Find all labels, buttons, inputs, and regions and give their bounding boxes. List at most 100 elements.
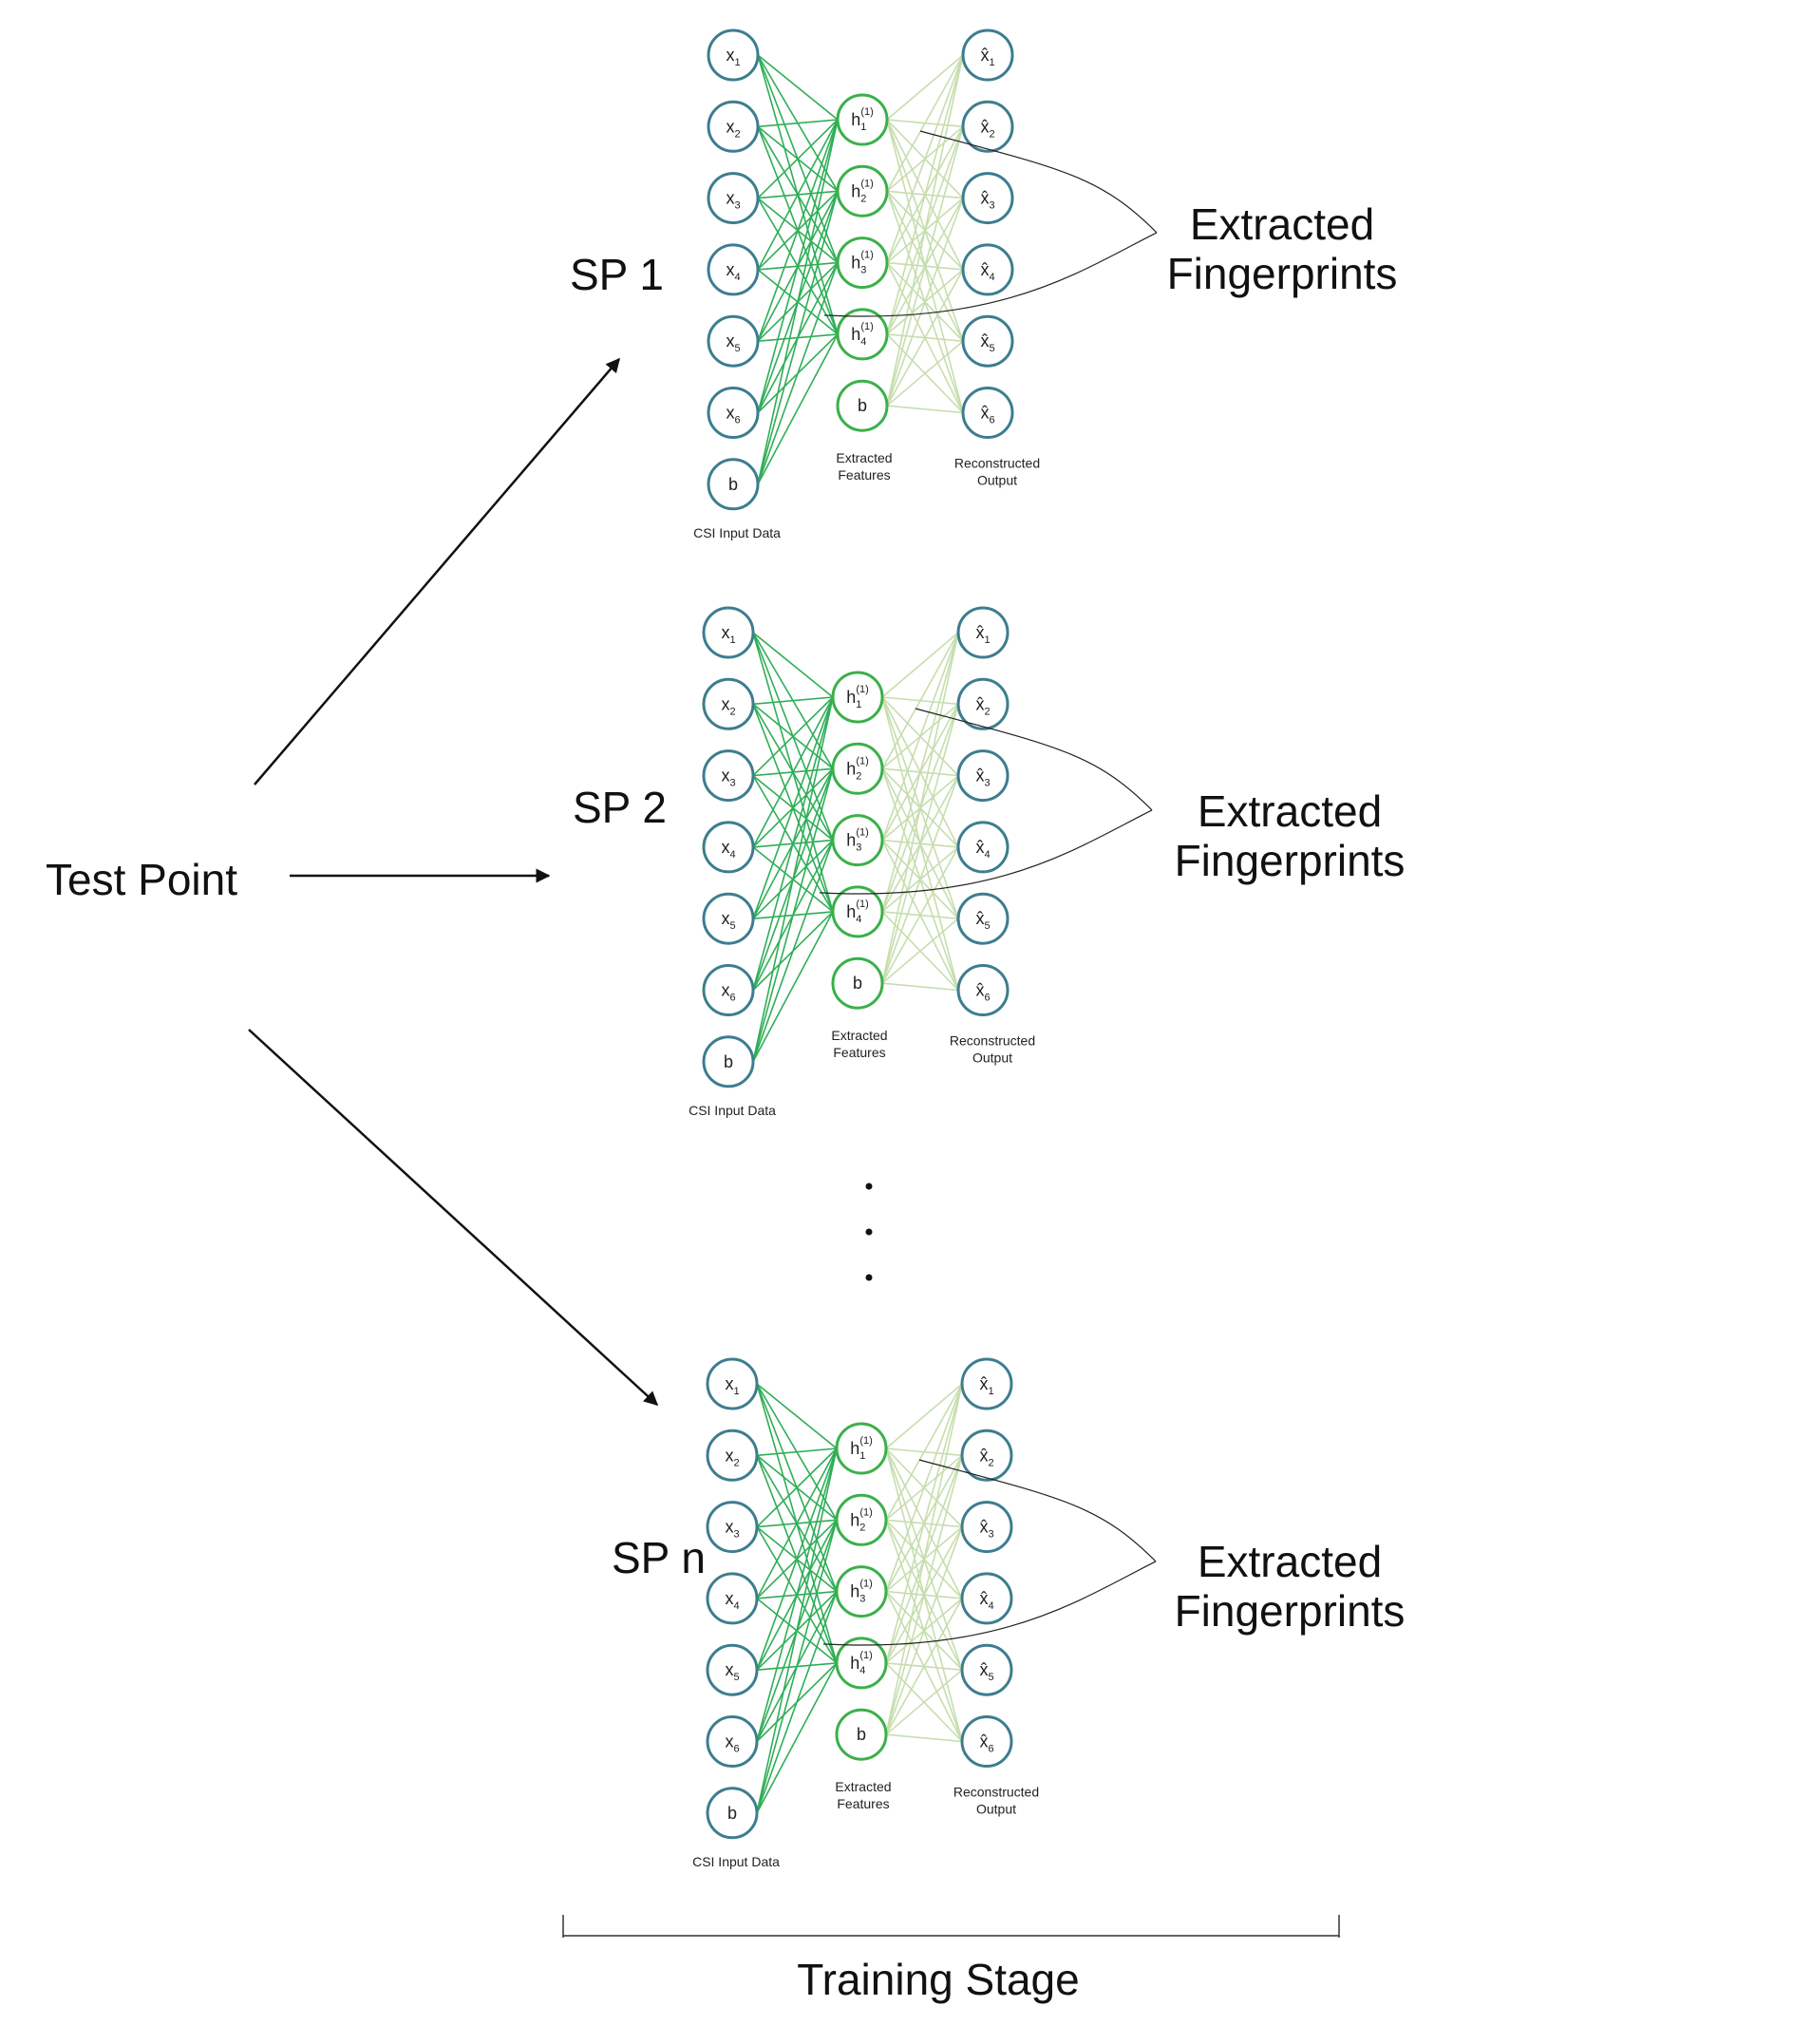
hidden-bias-node	[835, 1708, 888, 1761]
encoder-edge	[757, 119, 839, 413]
decoder-edge	[886, 198, 964, 407]
decoder-edge	[885, 1733, 963, 1743]
output-node-label: x̂3	[980, 189, 994, 212]
input-node-label: b	[727, 1804, 737, 1823]
caption-output: Reconstructed	[954, 456, 1040, 471]
sp-label: SP 2	[573, 783, 667, 832]
output-node	[961, 100, 1014, 153]
output-node-label: x̂5	[975, 909, 990, 932]
input-node-label: x1	[725, 1374, 739, 1397]
encoder-edge	[752, 768, 834, 1063]
decoder-edge	[886, 405, 964, 414]
encoder-edge	[757, 54, 839, 121]
decoder-edge	[881, 632, 959, 698]
output-node	[956, 821, 1010, 874]
output-node	[960, 1715, 1013, 1768]
decoder-edge	[881, 632, 959, 984]
encoder-edges	[756, 1383, 838, 1814]
input-node	[702, 964, 755, 1016]
decoder-edges	[881, 632, 959, 992]
caption-input: CSI Input Data	[693, 525, 781, 540]
hidden-node	[831, 814, 884, 867]
network-spn: x1x2x3x4x5x6bh1(1)h2(1)h3(1)h4(1)bx̂1x̂2…	[612, 1357, 1405, 1869]
input-node-label: x3	[721, 766, 735, 789]
output-node	[960, 1357, 1013, 1410]
output-node	[960, 1643, 1013, 1696]
fingerprints-label: Fingerprints	[1175, 836, 1406, 885]
hidden-node-label: h1(1)	[846, 684, 869, 710]
input-node	[706, 1501, 759, 1554]
encoder-edge	[756, 1448, 838, 1742]
input-node	[706, 1643, 759, 1696]
encoder-edge	[752, 632, 834, 698]
input-node	[702, 892, 755, 945]
output-node-label: x̂4	[980, 260, 994, 283]
caption-hidden: Extracted	[835, 1779, 891, 1794]
output-node-label: x̂4	[979, 1589, 993, 1612]
input-node-label: x3	[725, 1518, 739, 1541]
input-node	[702, 677, 755, 730]
hidden-node-label: b	[857, 1725, 866, 1744]
output-node	[961, 243, 1014, 296]
hidden-node	[835, 1565, 888, 1618]
input-node-label: b	[724, 1052, 733, 1071]
fingerprint-brace-lower	[823, 232, 1158, 317]
output-node	[961, 387, 1014, 439]
input-node-label: x5	[721, 909, 735, 932]
input-node-label: x2	[725, 1446, 739, 1468]
sp-label: SP 1	[570, 250, 664, 299]
encoder-edge	[757, 119, 839, 271]
decoder-edges	[886, 54, 964, 414]
input-node	[707, 314, 760, 368]
fingerprint-brace-lower	[819, 809, 1153, 895]
output-node-label: x̂3	[979, 1518, 993, 1541]
encoder-edge	[756, 1448, 838, 1457]
encoder-edge	[757, 119, 839, 199]
hidden-node-label: h4(1)	[846, 899, 869, 925]
decoder-edge	[886, 54, 964, 407]
encoder-edge	[752, 696, 834, 919]
caption-output: Output	[976, 1802, 1016, 1817]
input-node-label: x5	[725, 1660, 739, 1683]
decoder-edge	[881, 632, 959, 769]
hidden-node-label: b	[858, 396, 867, 415]
hidden-node	[836, 164, 889, 218]
output-node	[960, 1501, 1013, 1554]
fingerprint-brace-lower	[822, 1561, 1157, 1646]
output-node-label: x̂5	[980, 331, 994, 354]
caption-output: Reconstructed	[953, 1785, 1039, 1800]
training-stage-bracket	[562, 1915, 1340, 1938]
fingerprints-label: Extracted	[1198, 786, 1382, 836]
decoder-edge	[886, 54, 964, 263]
caption-output: Output	[972, 1050, 1012, 1066]
fingerprint-brace-upper	[918, 1459, 1157, 1562]
input-node-label: x6	[725, 1732, 739, 1755]
hidden-bias-node	[836, 379, 889, 432]
hidden-node-label: h1(1)	[850, 1435, 873, 1462]
hidden-node	[835, 1422, 888, 1475]
output-node-label: x̂6	[975, 981, 990, 1004]
encoder-edge	[757, 119, 839, 484]
caption-output: Reconstructed	[950, 1033, 1035, 1049]
decoder-edge	[885, 1383, 963, 1592]
encoder-edge	[752, 696, 834, 706]
encoder-edge	[757, 333, 839, 485]
encoder-edge	[757, 119, 839, 342]
input-node-label: x6	[726, 404, 740, 426]
encoder-edge	[756, 1383, 838, 1449]
input-node-label: x4	[725, 1589, 739, 1612]
output-node	[961, 28, 1014, 82]
caption-hidden: Features	[837, 1796, 889, 1811]
output-node	[956, 749, 1010, 803]
input-node	[706, 1357, 759, 1410]
hidden-node	[836, 308, 889, 361]
training-stage-label: Training Stage	[797, 1955, 1079, 2004]
output-node-label: x̂1	[980, 46, 994, 68]
decoder-edge	[885, 1526, 963, 1735]
fingerprints-label: Extracted	[1190, 199, 1374, 249]
output-node-label: x̂4	[975, 838, 990, 861]
encoder-edge	[756, 1448, 838, 1671]
encoder-edge	[752, 696, 834, 848]
encoder-edge	[756, 1448, 838, 1813]
network-sp1: x1x2x3x4x5x6bh1(1)h2(1)h3(1)h4(1)bx̂1x̂2…	[570, 28, 1397, 540]
